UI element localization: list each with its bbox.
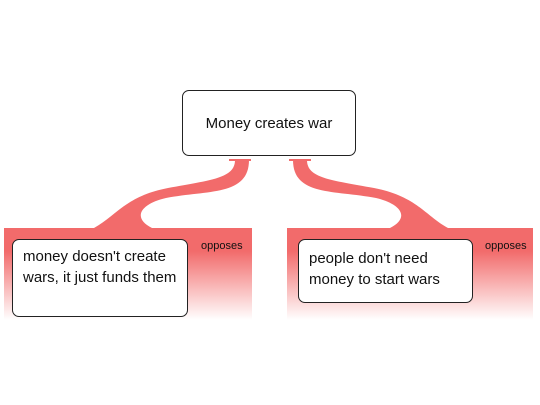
objection-node-left[interactable]: money doesn't create wars, it just funds… xyxy=(12,239,188,317)
objection-text-left: money doesn't create wars, it just funds… xyxy=(23,248,177,286)
connector-left xyxy=(94,160,249,228)
main-claim-node[interactable]: Money creates war xyxy=(182,90,356,156)
objection-text-right: people don't need money to start wars xyxy=(309,250,440,288)
objection-node-right[interactable]: people don't need money to start wars xyxy=(298,239,473,303)
connector-right xyxy=(293,160,448,228)
connector-cap-right xyxy=(289,159,311,161)
relation-label-left: opposes xyxy=(201,240,243,252)
relation-label-right: opposes xyxy=(485,240,527,252)
connector-cap-left xyxy=(229,159,251,161)
main-claim-text: Money creates war xyxy=(205,114,333,132)
